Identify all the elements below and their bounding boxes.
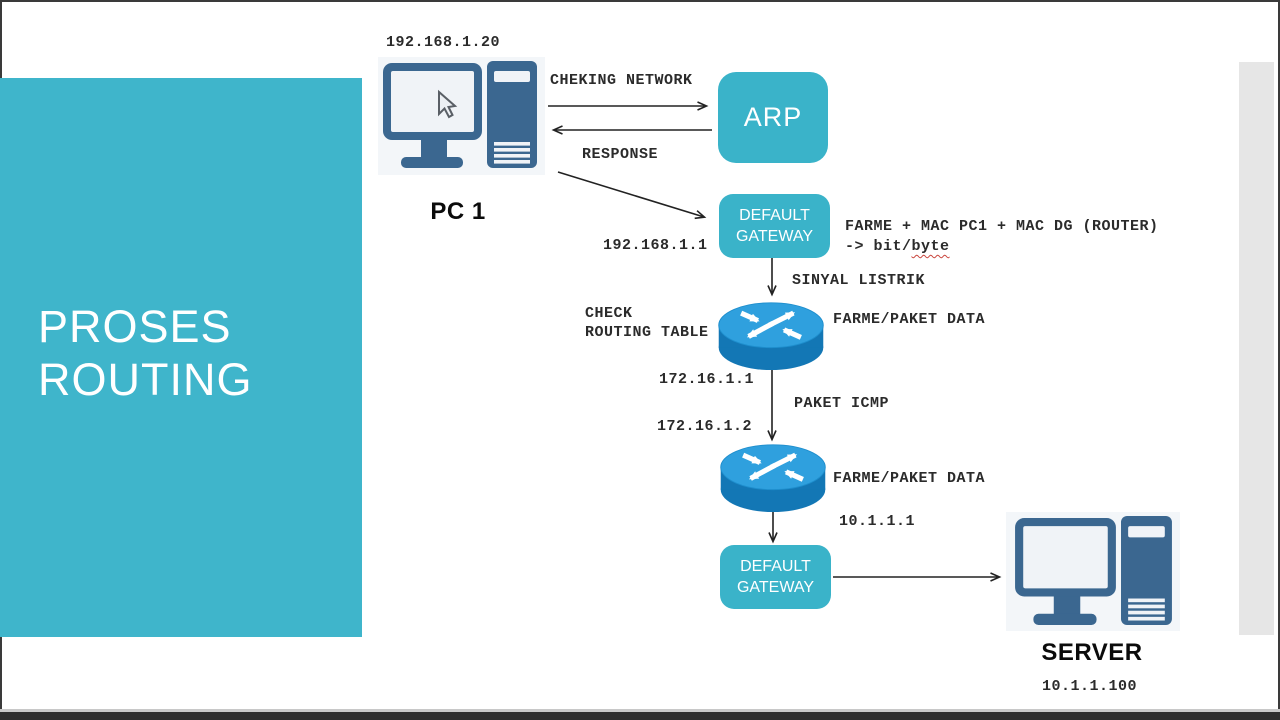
gateway2-box: DEFAULT GATEWAY <box>720 545 831 609</box>
cheking-network-label: CHEKING NETWORK <box>550 72 693 89</box>
farme-paket-label-1: FARME/PAKET DATA <box>833 311 986 328</box>
gateway2-label-line2: GATEWAY <box>736 579 815 596</box>
gateway1-box: DEFAULT GATEWAY <box>719 194 830 258</box>
gateway1-label-line1: DEFAULT <box>739 207 810 224</box>
paket-icmp-label: PAKET ICMP <box>794 395 890 412</box>
pc-monitor-icon <box>383 63 482 168</box>
pc-ip-label: 192.168.1.20 <box>386 34 501 51</box>
player-bar-highlight <box>0 709 1280 712</box>
check-routing-line1: CHECK <box>585 305 633 322</box>
gateway2-label-line1: DEFAULT <box>740 558 811 575</box>
frame-note-line2-prefix: -> bit/ <box>845 238 912 255</box>
router2-ip-in-label: 172.16.1.2 <box>657 418 753 435</box>
router2-ip-out-label: 10.1.1.1 <box>839 513 916 530</box>
mouse-cursor-icon <box>438 89 458 119</box>
frame-note-line2: -> bit/byte <box>845 238 950 255</box>
server-icon <box>1015 516 1172 625</box>
response-label: RESPONSE <box>582 146 659 163</box>
pc-tower-icon <box>487 61 537 168</box>
pc-name-label: PC 1 <box>430 198 486 225</box>
arrow-pc-to-gateway1 <box>557 171 707 220</box>
page-title-line1: PROSES <box>38 301 232 352</box>
arp-box: ARP <box>718 72 828 163</box>
server-ip-label: 10.1.1.100 <box>1042 678 1138 695</box>
farme-paket-label-2: FARME/PAKET DATA <box>833 470 986 487</box>
server-name-label: SERVER <box>1041 639 1143 666</box>
server-tower-icon <box>1121 516 1172 625</box>
server-monitor-icon <box>1015 518 1116 625</box>
arp-label: ARP <box>743 102 803 132</box>
right-margin-strip <box>1239 62 1274 635</box>
check-routing-line2: ROUTING TABLE <box>585 324 709 341</box>
title-panel <box>0 78 362 637</box>
gateway1-ip-label: 192.168.1.1 <box>603 237 708 254</box>
pc-icon <box>383 61 537 168</box>
router2-icon <box>720 444 826 513</box>
router1-icon <box>718 302 824 371</box>
frame-note-byte-misspelling: byte <box>911 238 950 255</box>
player-bar <box>0 712 1280 720</box>
page-title: PROSES ROUTING <box>38 300 253 406</box>
sinyal-listrik-label: SINYAL LISTRIK <box>792 272 926 289</box>
router1-ip-label: 172.16.1.1 <box>659 371 755 388</box>
frame-note-line1: FARME + MAC PC1 + MAC DG (ROUTER) <box>845 218 1159 235</box>
page-title-line2: ROUTING <box>38 354 253 405</box>
gateway1-label-line2: GATEWAY <box>735 228 814 245</box>
